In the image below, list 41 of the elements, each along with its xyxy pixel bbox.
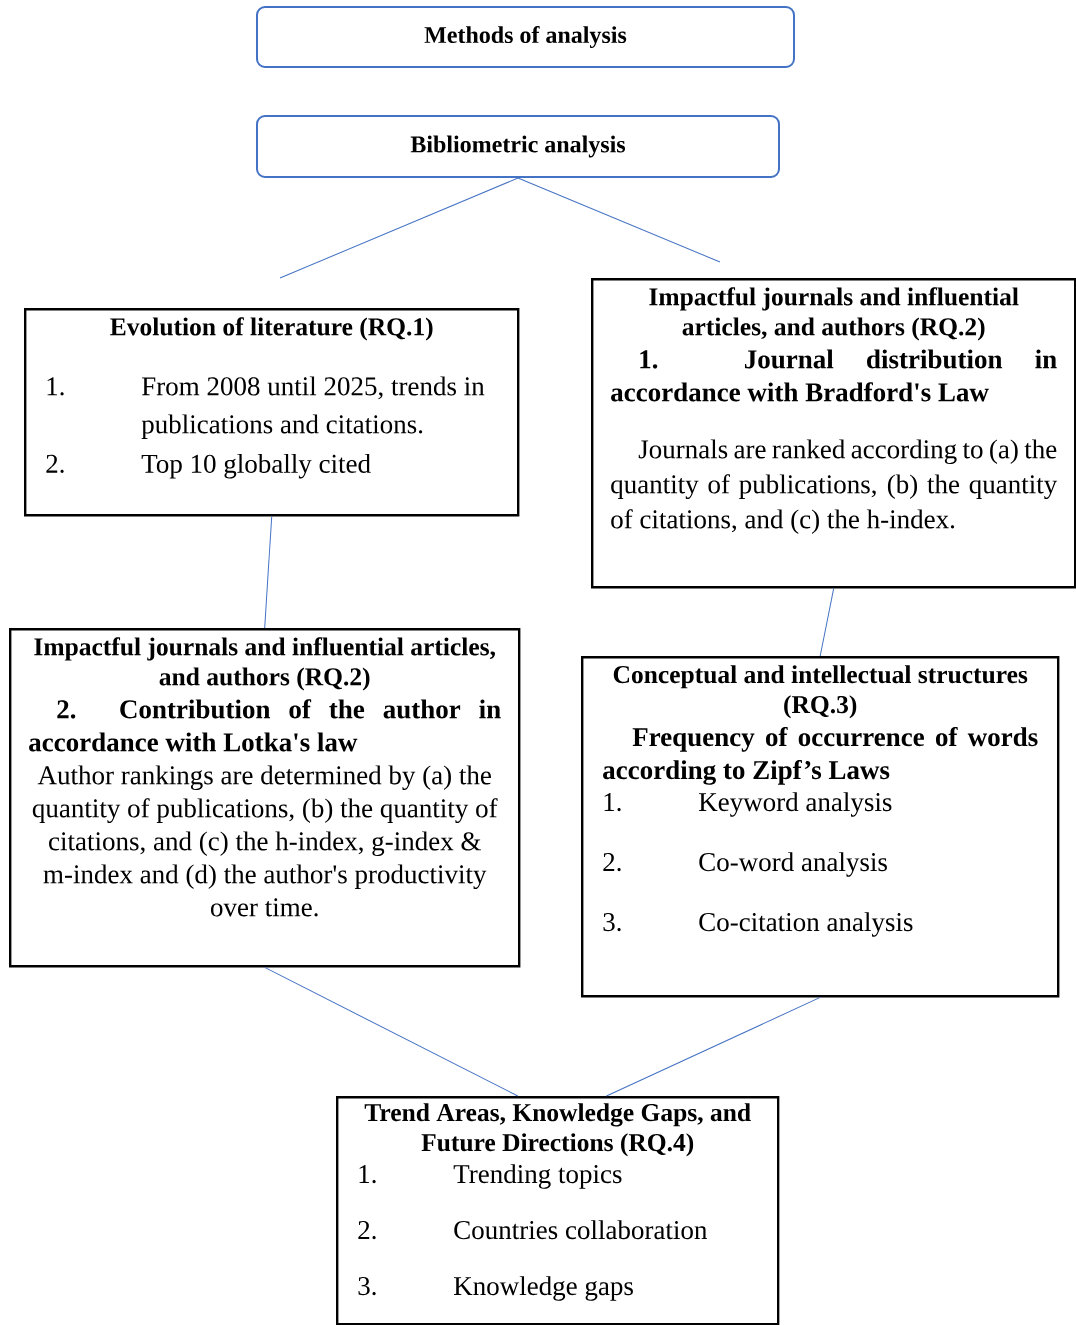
subheading-text: 2. Contribution of the author in accordance with Lotka's law — [29, 699, 501, 752]
list-number: 3. — [603, 913, 621, 932]
list-item: Countries collaboration — [454, 1220, 707, 1240]
connector-line — [819, 587, 835, 657]
heading-text: Trend Areas, Knowledge Gaps, and Future Directions (RQ.4) — [364, 1103, 751, 1157]
list-item: Top 10 globally cited — [141, 453, 371, 479]
list-item: Co-word analysis — [699, 852, 887, 877]
body-text: Journals are ranked according to (a) the quantity of publications, (b) the quantity of citations, and (c) the h-index. — [611, 439, 1058, 534]
subheading-text: Frequency of occurrence of words according to Zipf’s Laws — [603, 726, 1038, 785]
heading-text: Conceptual and intellectual structures (RQ.3) — [613, 665, 1028, 719]
section-box — [9, 628, 521, 968]
section-box — [336, 1096, 780, 1325]
body-text: Author rankings are determined by (a) the quantity of publications, (b) the quantity of citations, and (c) the h-index, g-index & m-index and (d) the author's productivity over time. — [32, 765, 498, 917]
list-number: 2. — [46, 454, 64, 473]
subheading-text: 1. Journal distribution in accordance with Bradford's Law — [611, 349, 1057, 402]
heading-text: Impactful journals and influential articles, and authors (RQ.2) — [649, 287, 1019, 341]
list-item: Co-citation analysis — [699, 912, 913, 937]
connector-line — [517, 177, 721, 263]
connector-line — [605, 996, 821, 1097]
list-number: 2. — [358, 1221, 376, 1240]
list-item: Trending topics — [453, 1164, 622, 1189]
connector-line — [264, 966, 519, 1097]
list-number: 1. — [359, 1165, 376, 1184]
section-box — [591, 278, 1076, 589]
list-item: Knowledge gaps — [454, 1276, 633, 1301]
heading-text: Impactful journals and influential articles, and authors (RQ.2) — [34, 637, 495, 691]
title-text: Methods of analysis — [424, 26, 627, 49]
title-box — [256, 6, 795, 68]
connector-line — [264, 515, 273, 629]
list-item: Keyword analysis — [699, 792, 892, 817]
section-box — [581, 656, 1060, 998]
section-box — [24, 308, 520, 517]
title-box — [256, 115, 780, 178]
title-text: Bibliometric analysis — [410, 135, 626, 158]
heading-text: Evolution of literature (RQ.1) — [110, 317, 433, 341]
list-number: 3. — [358, 1277, 376, 1296]
connector-line — [279, 177, 519, 279]
list-number: 2. — [603, 853, 621, 872]
list-number: 1. — [604, 793, 621, 812]
list-item: From 2008 until 2025, trends in publications and citations. — [141, 376, 485, 439]
list-number: 1. — [47, 377, 64, 396]
